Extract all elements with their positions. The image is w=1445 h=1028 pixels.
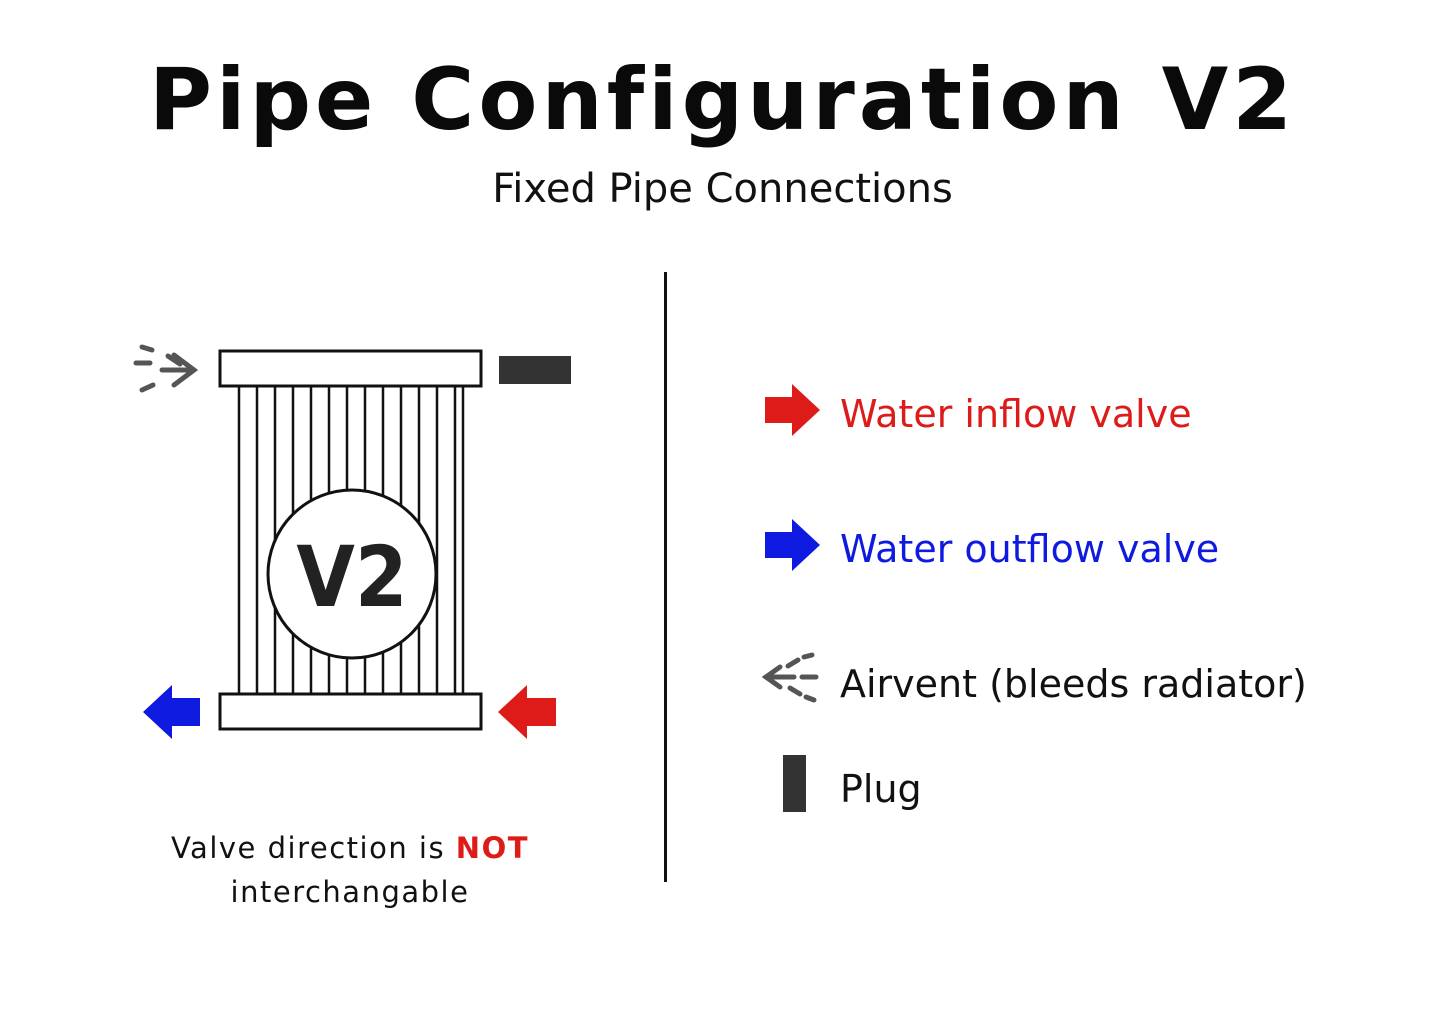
- legend-label-airvent: Airvent (bleeds radiator): [840, 662, 1307, 706]
- radiator-badge: [266, 488, 438, 660]
- page-subtitle: Fixed Pipe Connections: [492, 166, 953, 212]
- valve-direction-note: Valve direction is NOT interchangable: [100, 826, 600, 914]
- legend-label-inflow: Water inflow valve: [840, 392, 1192, 436]
- blue-arrow-icon: [765, 519, 820, 571]
- divider: [664, 272, 667, 882]
- airvent-icon: [761, 652, 819, 703]
- inflow-arrow-icon: [498, 685, 556, 739]
- page-title: Pipe Configuration V2: [148, 50, 1297, 150]
- red-arrow-icon: [765, 384, 820, 436]
- radiator-bottom-header: [218, 692, 483, 731]
- airvent-icon: [133, 344, 199, 393]
- plug-icon: [499, 356, 571, 384]
- radiator-badge-label: V2: [296, 528, 407, 626]
- radiator-diagram: V2: [133, 344, 571, 739]
- note-text-line2: interchangable: [230, 875, 470, 909]
- outflow-arrow-icon: [143, 685, 200, 739]
- note-text: Valve direction is: [170, 831, 456, 865]
- legend-label-outflow: Water outflow valve: [840, 527, 1220, 571]
- radiator-top-header: [218, 349, 483, 388]
- plug-icon: [783, 755, 806, 812]
- note-emphasis: NOT: [455, 831, 530, 865]
- legend-label-plug: Plug: [840, 767, 922, 811]
